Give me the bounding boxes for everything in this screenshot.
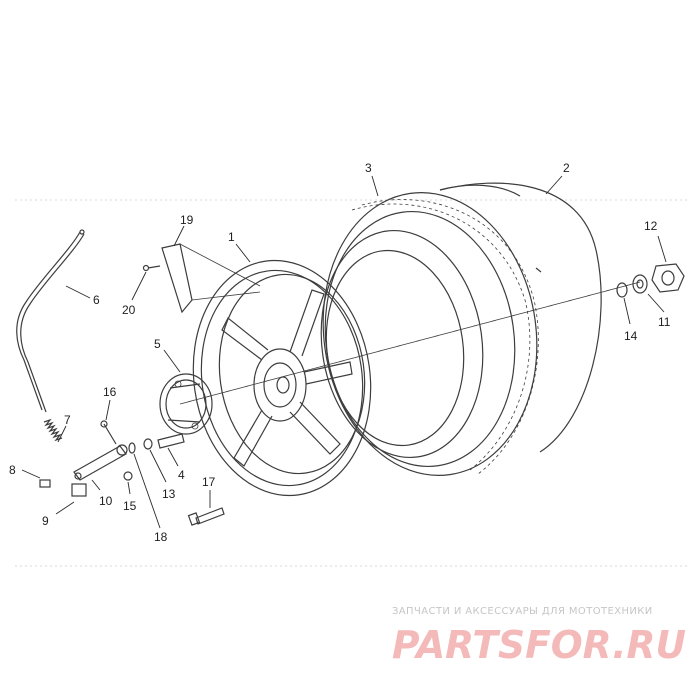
part-18-washer: [128, 442, 136, 454]
part-5-brake-shoes: [159, 373, 213, 435]
part-label-4: 4: [178, 468, 185, 482]
part-label-2: 2: [563, 161, 570, 175]
part-11-spacer: [632, 274, 648, 294]
wheel-axis-line: [179, 281, 641, 405]
part-16-bolt: [100, 420, 117, 445]
watermark-logo: PARTSFOR.RU: [392, 623, 686, 667]
part-label-8: 8: [9, 463, 16, 477]
part-7-spring: [43, 418, 63, 442]
part-3-tyre: [320, 192, 539, 476]
part-label-9: 9: [42, 514, 49, 528]
part-10-brake-lever: [73, 444, 128, 481]
part-label-20: 20: [122, 303, 136, 317]
part-2-inner-tube: [439, 182, 602, 453]
part-label-13: 13: [162, 487, 176, 501]
part-label-17: 17: [202, 475, 216, 489]
part-label-5: 5: [154, 337, 161, 351]
part-label-7: 7: [64, 413, 71, 427]
part-label-18: 18: [154, 530, 168, 544]
part-1-wheel-rim: [192, 259, 372, 497]
part-6-brake-cable: [16, 229, 85, 413]
part-label-1: 1: [228, 230, 235, 244]
part-4-brake-cam: [157, 433, 185, 449]
part-number-labels: 1 2 3 4 5 6 7 8 9 10 11 12 13 14 15 16 1…: [9, 161, 671, 544]
part-label-16: 16: [103, 385, 117, 399]
watermark-subtitle: ЗАПЧАСТИ И АКСЕССУАРЫ ДЛЯ МОТОТЕХНИКИ: [392, 606, 653, 617]
part-label-3: 3: [365, 161, 372, 175]
part-label-11: 11: [658, 315, 671, 329]
leader-lines: [21, 175, 667, 529]
part-9-bolt: [71, 483, 87, 497]
part-19-mud-flap: [161, 243, 261, 314]
part-8-cable-end: [39, 479, 51, 488]
part-20-screw: [142, 264, 161, 272]
part-17-axle-bolt: [187, 507, 225, 526]
part-14-washer: [616, 282, 628, 298]
watermark-logo-text: PARTSFOR.RU: [392, 623, 686, 667]
part-15-nut: [123, 471, 133, 481]
part-label-10: 10: [99, 494, 113, 508]
part-13-washer: [143, 438, 153, 450]
part-label-14: 14: [624, 329, 638, 343]
part-label-19: 19: [180, 213, 194, 227]
part-label-6: 6: [93, 293, 100, 307]
part-label-12: 12: [644, 219, 658, 233]
part-12-axle-nut: [651, 263, 685, 293]
part-label-15: 15: [123, 499, 137, 513]
